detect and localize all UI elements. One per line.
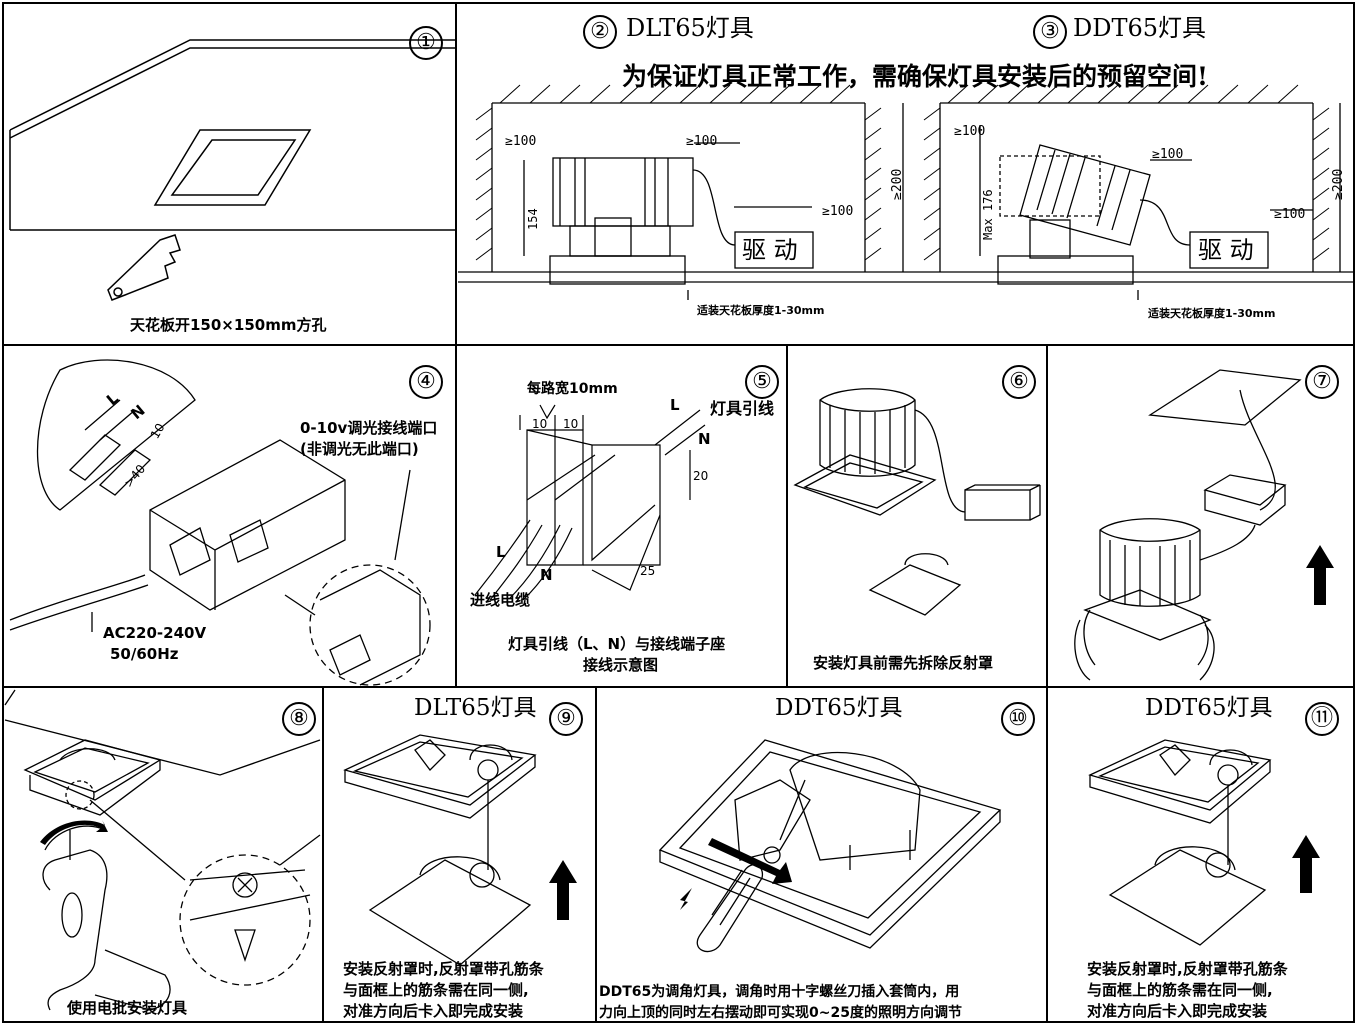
driver-box-label-left: 驱 动 <box>742 236 798 264</box>
power-voltage: AC220-240V <box>103 624 207 642</box>
ddt65-adjust-illustration <box>658 739 1002 953</box>
step-5-caption-1: 灯具引线（L、N）与接线端子座 <box>508 635 726 653</box>
step-11-number: ⑪ <box>1305 702 1339 736</box>
dim-top-left: ≥100 <box>686 134 718 149</box>
step-5-caption-2: 接线示意图 <box>583 656 659 674</box>
lamp-lead-label: 灯具引线 <box>710 399 775 418</box>
step-6-caption: 安装灯具前需先拆除反射罩 <box>813 654 994 672</box>
step-4-number: ④ <box>409 365 443 399</box>
remove-reflector-illustration <box>793 388 1041 616</box>
screwdriver-illustration <box>4 689 321 1011</box>
in-cable-label: 进线电缆 <box>470 591 531 609</box>
step-11-caption-1: 安装反射罩时,反射罩带孔筋条 <box>1087 960 1288 978</box>
step-1-caption: 天花板开150×150mm方孔 <box>130 316 327 334</box>
step-2-title: DLT65灯具 <box>626 14 754 42</box>
step-10-caption-1: DDT65为调角灯具，调角时用十字螺丝刀插入套筒内，用 <box>599 984 960 1000</box>
step-8-caption: 使用电批安装灯具 <box>67 999 188 1017</box>
wiring-illustration <box>9 359 431 686</box>
dimming-port-label: 0-10v调光接线端口 <box>300 419 438 437</box>
step-9-caption-2: 与面框上的筋条需在同一侧, <box>343 981 529 999</box>
wire-width-label: 每路宽10mm <box>527 381 618 397</box>
step-3-number: ③ <box>1033 15 1067 49</box>
insert-lamp-illustration <box>1074 369 1334 681</box>
step-3-title: DDT65灯具 <box>1073 14 1207 42</box>
step-5-number: ⑤ <box>745 365 779 399</box>
step-1-number: ① <box>409 26 443 60</box>
dimming-port-note: (非调光无此端口) <box>300 440 419 458</box>
dlt65-reflector-illustration <box>343 734 577 966</box>
power-frequency: 50/60Hz <box>110 645 179 663</box>
step-10-title: DDT65灯具 <box>775 695 903 721</box>
lead-N: N <box>698 430 711 448</box>
step-9-caption-3: 对准方向后卡入即完成安装 <box>343 1002 524 1020</box>
dim-driver-right: ≥100 <box>1274 207 1306 222</box>
terminal-diagram <box>474 404 706 601</box>
step-11-caption-3: 对准方向后卡入即完成安装 <box>1087 1002 1268 1020</box>
step-11-caption-2: 与面框上的筋条需在同一侧, <box>1087 981 1273 999</box>
dim-side-left: ≥100 <box>505 134 537 149</box>
in-cable-N: N <box>540 566 553 584</box>
step-6-number: ⑥ <box>1002 365 1036 399</box>
dim-height-20: 20 <box>693 469 709 483</box>
step-11-title: DDT65灯具 <box>1145 695 1273 721</box>
ceiling-cut-illustration <box>9 39 455 301</box>
wire-width-1: 10 <box>532 417 548 431</box>
lead-L: L <box>670 396 680 414</box>
dim-depth-25: 25 <box>640 564 656 578</box>
space-notice: 为保证灯具正常工作，需确保灯具安装后的预留空间! <box>622 62 1208 91</box>
dim-driver-left: ≥100 <box>822 204 854 219</box>
wire-width-2: 10 <box>563 417 579 431</box>
step-9-number: ⑨ <box>549 702 583 736</box>
dim-side-right: ≥100 <box>954 124 986 139</box>
step-9-caption-1: 安装反射罩时,反射罩带孔筋条 <box>343 960 544 978</box>
ceiling-note-left: 适装天花板厚度1-30mm <box>697 304 825 317</box>
in-cable-L: L <box>496 543 506 561</box>
step-8-number: ⑧ <box>282 702 316 736</box>
step-7-number: ⑦ <box>1305 365 1339 399</box>
step-2-number: ② <box>583 15 617 49</box>
step-10-caption-2: 力向上顶的同时左右摆动即可实现0~25度的照明方向调节 <box>599 1005 962 1021</box>
step-10-number: ⑩ <box>1001 702 1035 736</box>
step-9-title: DLT65灯具 <box>414 695 537 721</box>
ceiling-note-right: 适装天花板厚度1-30mm <box>1148 307 1276 320</box>
dim-top-right: ≥100 <box>1152 147 1184 162</box>
driver-box-label-right: 驱 动 <box>1198 236 1254 264</box>
installation-space-diagram <box>458 84 1354 300</box>
